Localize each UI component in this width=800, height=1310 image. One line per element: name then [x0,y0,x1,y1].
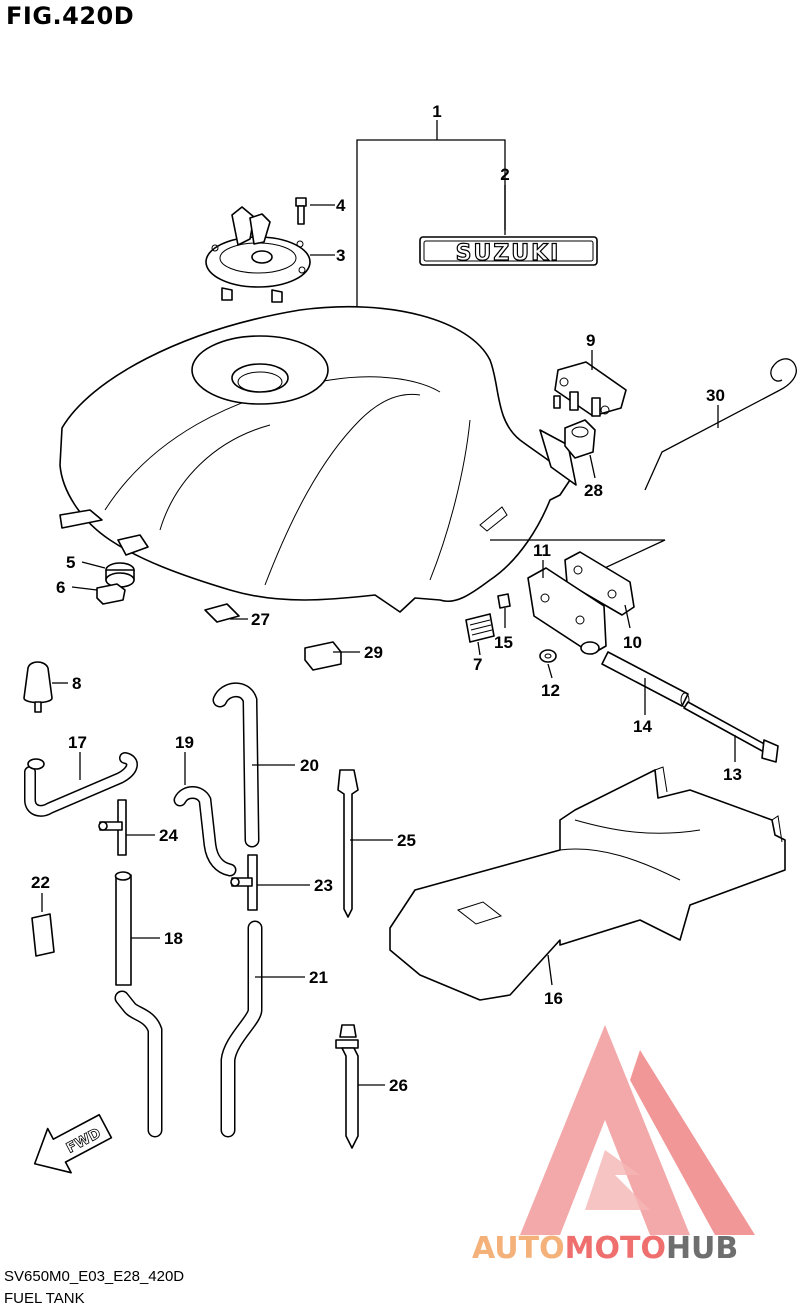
forward-arrow: FWD [33,1113,113,1174]
watermark-logo: AUTOMOTOHUB [472,1025,755,1266]
bolt-13 [683,701,779,763]
emblem-text: SUZUKI [456,241,561,266]
nut-12 [539,649,557,663]
leader-lines [41,204,736,1086]
label-22 [31,913,55,957]
callout-22: 22 [31,873,50,892]
callouts: 1 2 3 4 5 6 7 8 9 10 11 12 13 14 15 16 1… [31,102,742,1095]
callout-16: 16 [544,989,563,1008]
hinge-bracket-11 [527,567,607,655]
t-joint-23 [230,854,258,911]
hose-18 [114,871,132,986]
watermark-text-auto: AUTO [472,1231,565,1266]
callout-29: 29 [364,643,383,662]
callout-10: 10 [623,633,642,652]
pad-27 [204,603,240,623]
hose-19 [173,786,237,877]
figure-title: FIG.420D [6,2,135,30]
callout-8: 8 [72,674,81,693]
callout-24: 24 [159,826,178,845]
callout-2: 2 [500,165,509,184]
callout-20: 20 [300,756,319,775]
cushion-6 [96,583,126,605]
watermark-text-hub: HUB [666,1231,738,1266]
watermark-text-moto: MOTO [565,1231,666,1266]
heat-shield-16 [389,766,786,1001]
hose-17 [24,752,138,817]
rubber-28 [564,419,596,459]
grommet-5 [105,562,135,588]
cap-8 [23,661,53,713]
hose-21 [220,920,263,1138]
callout-21: 21 [309,968,328,987]
bracket-9 [553,361,627,417]
callout-1: 1 [432,102,441,121]
watermark-triangle-inner [585,1150,650,1210]
callout-6: 6 [56,578,65,597]
callout-5: 5 [66,553,75,572]
callout-23: 23 [314,876,333,895]
callout-14: 14 [633,717,652,736]
cushion-29 [304,641,342,671]
callout-7: 7 [473,655,482,674]
fuel-tank [59,305,666,613]
cable-tie-26 [335,1024,359,1149]
callout-28: 28 [584,481,603,500]
callout-15: 15 [494,633,513,652]
model-code: SV650M0_E03_E28_420D [4,1268,185,1285]
watermark-triangle-outer [520,1025,690,1235]
callout-4: 4 [336,196,346,215]
callout-bracket-1 [356,120,506,308]
fuel-cap-assembly [205,206,311,303]
callout-11: 11 [533,541,551,560]
callout-12: 12 [541,681,560,700]
svg-text:AUTOMOTOHUB: AUTOMOTOHUB [472,1231,738,1266]
callout-3: 3 [336,246,345,265]
cable-tie-25 [337,769,359,918]
watermark-triangle-right [630,1050,755,1235]
callout-25: 25 [397,831,416,850]
hose-20 [212,682,260,848]
hose-18-lower [114,990,163,1138]
clip-15 [497,593,511,609]
figure-name: FUEL TANK [4,1290,85,1307]
damper-7 [465,613,495,643]
callout-9: 9 [586,331,595,350]
callout-17: 17 [68,733,87,752]
prop-rod-30 [644,358,797,491]
suzuki-emblem: SUZUKI [419,236,598,267]
callout-26: 26 [389,1076,408,1095]
callout-27: 27 [251,610,270,629]
cap-bolt [295,197,307,225]
callout-13: 13 [723,765,742,784]
t-joint-24 [98,799,127,856]
callout-30: 30 [706,386,725,405]
callout-19: 19 [175,733,194,752]
callout-18: 18 [164,929,183,948]
